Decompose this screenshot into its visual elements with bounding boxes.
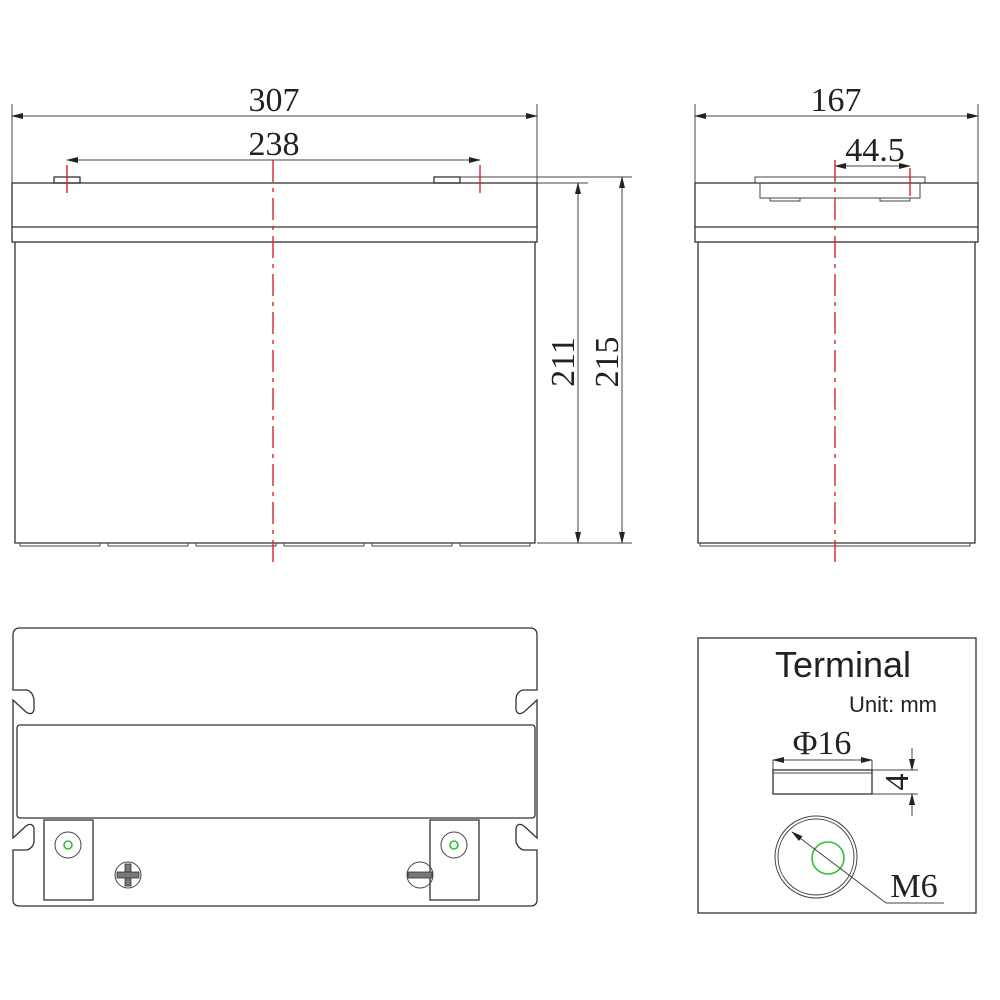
positive-terminal-hole — [63, 840, 73, 850]
side-terminal-bracket — [754, 176, 926, 202]
side-lid — [694, 182, 979, 243]
height-dimension: 4 — [879, 774, 916, 791]
positive-terminal-pad — [43, 819, 94, 901]
negative-terminal-hole — [449, 840, 459, 850]
top-view — [12, 627, 538, 907]
terminal-right — [433, 176, 461, 184]
width-dimension: 307 — [249, 82, 300, 119]
total-height-dimension: 215 — [589, 337, 626, 388]
plus-icon — [114, 861, 142, 889]
side-view: 167 44.5 — [694, 82, 979, 566]
thread-hole — [811, 841, 845, 875]
side-case-body — [697, 242, 976, 544]
top-outline — [12, 627, 538, 907]
unit-label: Unit: mm — [849, 692, 937, 717]
lid — [11, 182, 538, 243]
label-area — [16, 724, 536, 819]
terminal-offset-dimension: 44.5 — [845, 132, 905, 169]
front-view: 307 238 211 215 — [11, 82, 632, 566]
depth-dimension: 167 — [811, 82, 862, 119]
thread-label: M6 — [890, 868, 937, 905]
terminal-detail-box: Terminal Unit: mm Φ16 4 M6 — [697, 637, 977, 914]
negative-terminal-pad — [429, 819, 480, 901]
case-body — [14, 242, 536, 544]
terminal-top-profile — [774, 815, 858, 899]
minus-icon — [406, 861, 434, 889]
case-height-dimension: 211 — [545, 337, 582, 387]
terminal-spacing-dimension: 238 — [249, 126, 300, 163]
diameter-dimension: Φ16 — [793, 725, 852, 762]
terminal-title: Terminal — [775, 644, 911, 685]
terminal-side-profile — [772, 769, 873, 795]
